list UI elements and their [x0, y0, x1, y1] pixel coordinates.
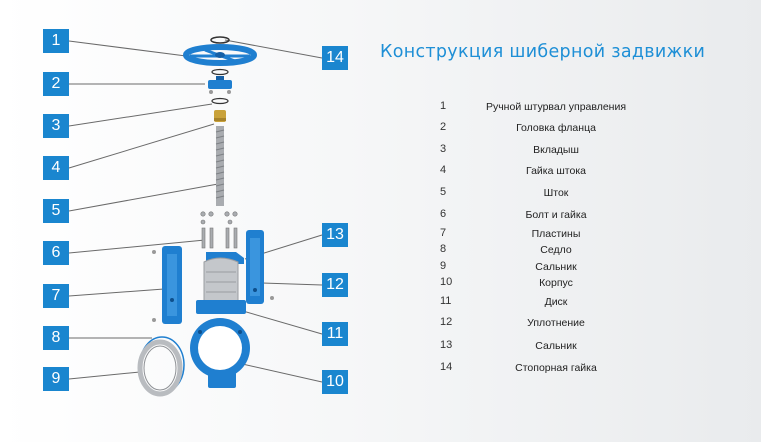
legend-row: 4 Гайка штока: [440, 164, 670, 178]
handwheel: [183, 44, 257, 66]
callout-10: 10: [322, 370, 348, 394]
right-plate: [246, 230, 274, 304]
legend-row: 3 Вкладыш: [440, 143, 670, 157]
disc: [203, 257, 239, 303]
legend-row: 13 Сальник: [440, 339, 670, 353]
legend-label: Болт и гайка: [525, 209, 587, 221]
legend-row: 6 Болт и гайка: [440, 208, 670, 222]
legend-label: Уплотнение: [527, 317, 585, 329]
valve-body: [190, 300, 250, 388]
legend-number: 3: [440, 143, 447, 155]
legend-number: 6: [440, 208, 447, 220]
legend-number: 2: [440, 121, 447, 133]
legend-number: 12: [440, 316, 453, 328]
legend-label: Вкладыш: [533, 144, 579, 156]
callout-11: 11: [322, 322, 348, 346]
legend-label: Ручной штурвал управления: [485, 101, 627, 113]
legend-row: 14 Стопорная гайка: [440, 361, 670, 375]
bolts-and-nuts: [200, 211, 238, 249]
legend-number: 4: [440, 164, 447, 176]
callout-5: 5: [43, 199, 69, 223]
legend-number: 14: [440, 361, 453, 373]
legend-label: Диск: [544, 296, 568, 308]
legend-row: 11 Диск: [440, 295, 670, 309]
legend-row: 8 Седло: [440, 243, 670, 257]
legend-row: 1 Ручной штурвал управления: [440, 100, 670, 114]
legend-number: 5: [440, 186, 447, 198]
legend-row: 2 Головка фланца: [440, 121, 670, 135]
legend-number: 11: [440, 295, 452, 307]
legend-label: Стопорная гайка: [515, 362, 597, 374]
callout-14: 14: [322, 46, 348, 70]
legend-row: 7 Пластины: [440, 227, 670, 241]
legend-label: Сальник: [535, 340, 577, 352]
legend-row: 9 Сальник: [440, 260, 670, 274]
legend-number: 7: [440, 227, 447, 239]
legend-row: 12 Уплотнение: [440, 316, 670, 330]
legend-number: 13: [440, 339, 453, 351]
legend-label: Пластины: [531, 228, 581, 240]
stem-nut: [214, 110, 226, 122]
legend-row: 5 Шток: [440, 186, 670, 200]
legend-number: 8: [440, 243, 447, 255]
stem: [215, 126, 225, 206]
callout-3: 3: [43, 114, 69, 138]
callout-12: 12: [322, 273, 348, 297]
legend-number: 10: [440, 276, 453, 288]
legend-row: 10 Корпус: [440, 276, 670, 290]
callout-4: 4: [43, 156, 69, 180]
callout-1: 1: [43, 29, 69, 53]
stop-nut-ring: [210, 36, 230, 44]
legend-number: 1: [440, 100, 447, 112]
legend-number: 9: [440, 260, 447, 272]
callout-6: 6: [43, 241, 69, 265]
callout-9: 9: [43, 367, 69, 391]
legend-label: Гайка штока: [525, 165, 586, 177]
legend-label: Корпус: [539, 277, 573, 289]
callout-8: 8: [43, 326, 69, 350]
legend-label: Сальник: [535, 261, 577, 273]
legend-label: Шток: [543, 187, 569, 199]
gland-ring: [137, 339, 183, 397]
callout-13: 13: [322, 223, 348, 247]
diagram-title: Конструкция шиберной задвижки: [380, 42, 706, 62]
left-plate: [152, 246, 182, 324]
flange-head: [208, 76, 232, 94]
callout-2: 2: [43, 72, 69, 96]
legend-label: Седло: [540, 244, 572, 256]
callout-7: 7: [43, 284, 69, 308]
legend-label: Головка фланца: [516, 122, 596, 134]
